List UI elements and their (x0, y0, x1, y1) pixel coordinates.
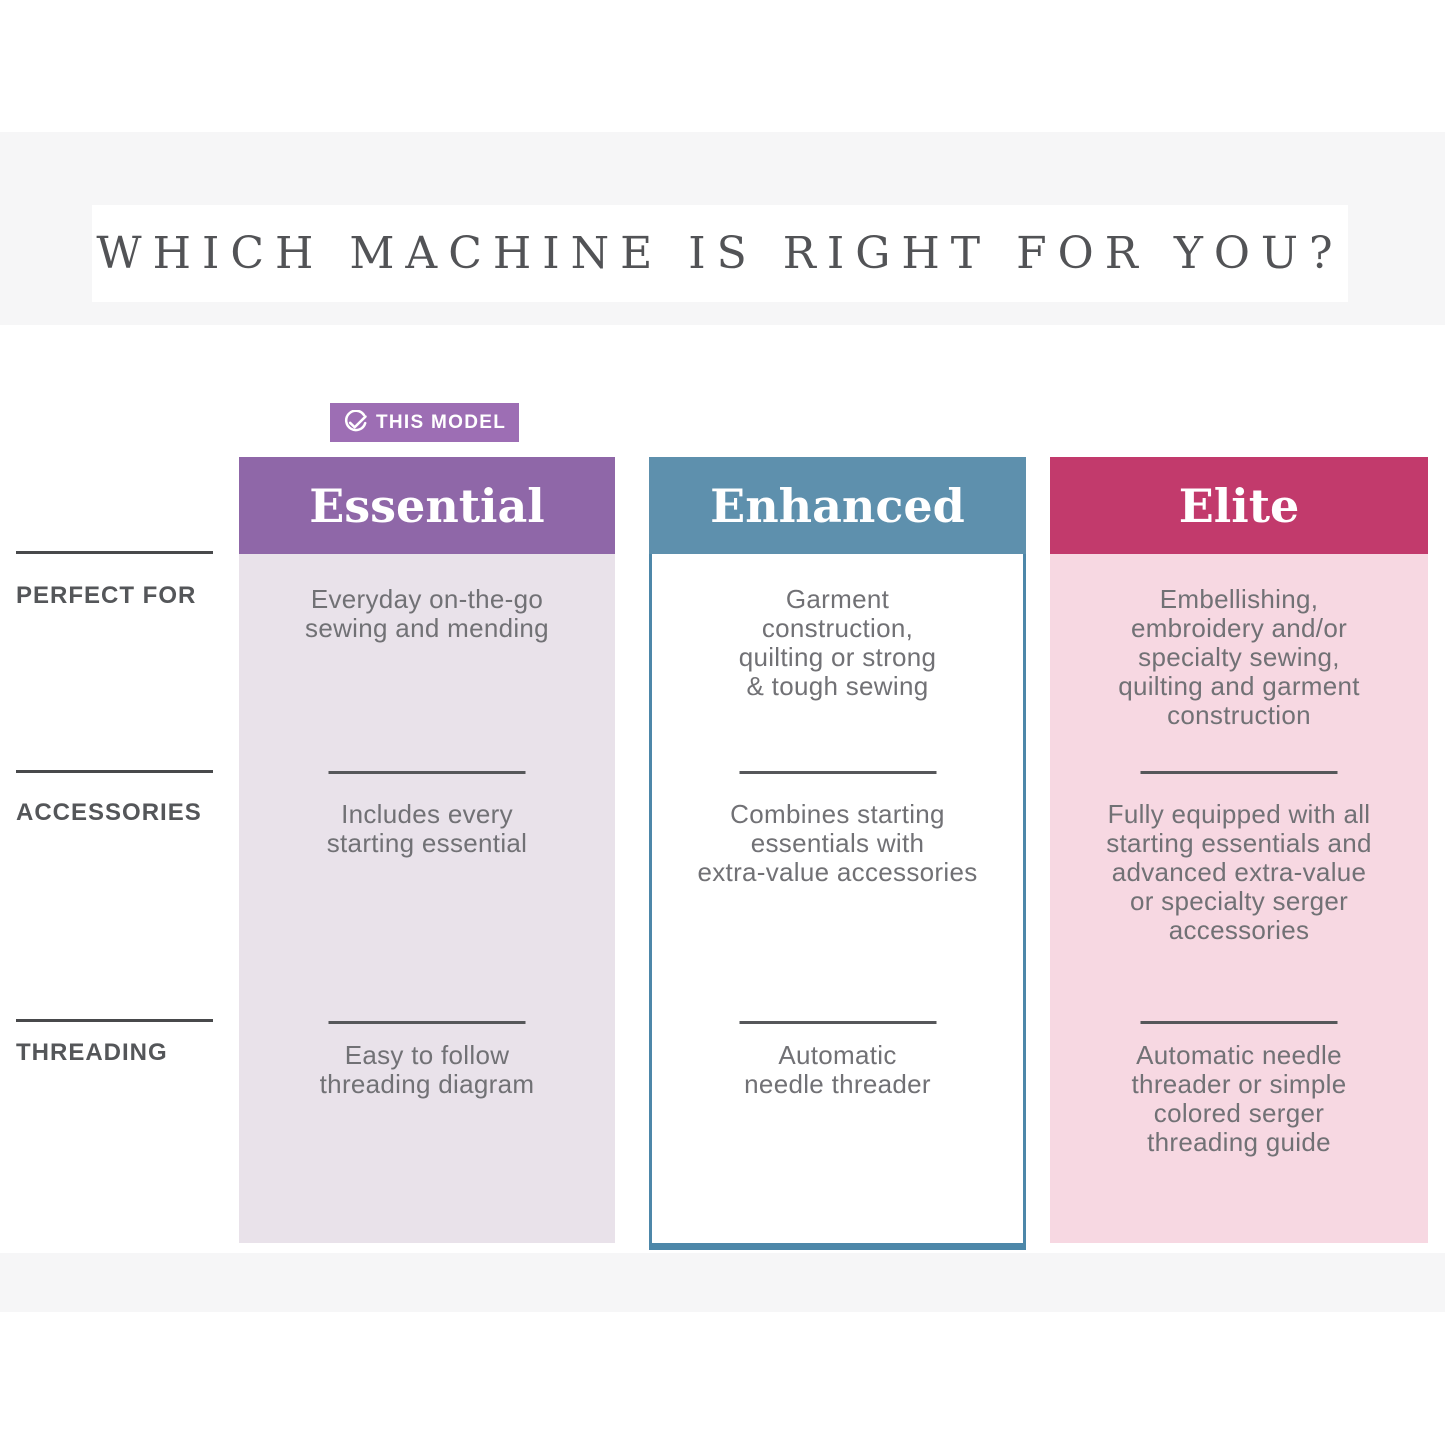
column-title: Elite (1178, 478, 1300, 533)
cell-divider (1140, 1021, 1338, 1024)
cell-divider (1140, 771, 1338, 774)
cell-divider (739, 1021, 936, 1024)
column-title: Essential (309, 478, 545, 533)
cell-threading: Automatic needle threader or simple colo… (1131, 1040, 1347, 1157)
row-label-threading: THREADING (16, 1039, 168, 1066)
column-title: Enhanced (710, 478, 965, 533)
row-label-accessories: ACCESSORIES (16, 799, 202, 826)
check-circle-icon (343, 410, 368, 435)
cell-divider (739, 771, 936, 774)
column-body (1050, 554, 1428, 1243)
column-body (649, 554, 1026, 1250)
row-label-perfect-for: PERFECT FOR (16, 582, 197, 609)
row-divider-perfect-for (16, 551, 213, 554)
title-band: WHICH MACHINE IS RIGHT FOR YOU? (92, 205, 1348, 302)
cell-divider (328, 771, 526, 774)
column-essential: Essential Everyday on-the-go sewing and … (239, 457, 615, 1243)
column-enhanced: Enhanced Garment construction, quilting … (649, 457, 1026, 1250)
cell-accessories: Combines starting essentials with extra-… (697, 799, 978, 887)
cell-threading: Easy to follow threading diagram (319, 1040, 535, 1099)
cell-perfect-for: Everyday on-the-go sewing and mending (305, 584, 549, 643)
row-divider-threading (16, 1019, 213, 1022)
column-header: Enhanced (649, 457, 1026, 554)
cell-threading: Automatic needle threader (744, 1040, 931, 1099)
this-model-badge: THIS MODEL (330, 403, 520, 442)
cell-perfect-for: Embellishing, embroidery and/or specialt… (1118, 584, 1360, 730)
column-header: Elite (1050, 457, 1428, 554)
column-body (239, 554, 615, 1243)
page-title: WHICH MACHINE IS RIGHT FOR YOU? (96, 228, 1344, 279)
cell-accessories: Fully equipped with all starting essenti… (1106, 799, 1372, 945)
column-elite: Elite Embellishing, embroidery and/or sp… (1050, 457, 1428, 1243)
cell-perfect-for: Garment construction, quilting or strong… (738, 584, 937, 701)
badge-label: THIS MODEL (376, 411, 507, 433)
column-header: Essential (239, 457, 615, 554)
cell-divider (328, 1021, 526, 1024)
cell-accessories: Includes every starting essential (326, 799, 528, 858)
row-divider-accessories (16, 770, 213, 773)
